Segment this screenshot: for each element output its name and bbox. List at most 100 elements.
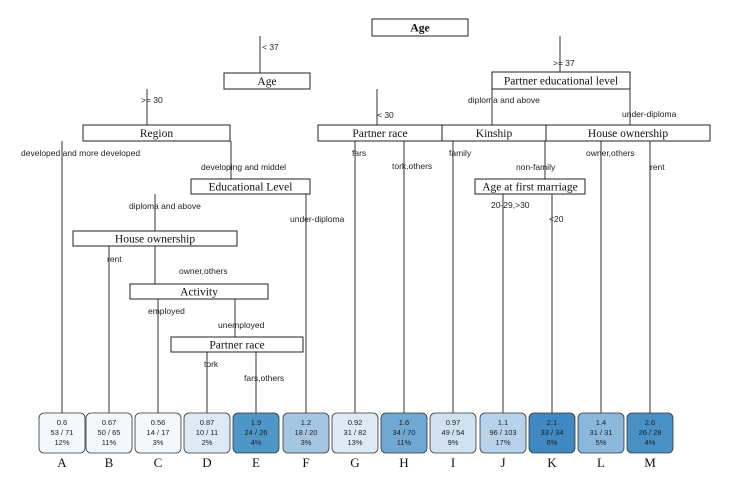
edge-label-activity-to-c: employed xyxy=(148,306,185,316)
edge-label-edu-to-house1: diploma and above xyxy=(129,201,201,211)
edge-label-edu-to-f: under-diploma xyxy=(290,214,345,224)
node-age1: Age xyxy=(371,18,469,37)
node-box-activity xyxy=(129,283,269,300)
leaf-count-g: 31 / 82 xyxy=(344,428,367,437)
edge-label-house2-to-m: rent xyxy=(650,162,665,172)
node-box-edu xyxy=(190,178,311,195)
leaf-letter-h: H xyxy=(399,455,408,470)
leaf-percent-d: 2% xyxy=(202,438,213,447)
leaf-e: 1.924 / 264% E xyxy=(232,412,280,470)
leaf-value-k: 2.1 xyxy=(547,418,557,427)
edge-label-age2-to-region: >= 30 xyxy=(141,95,163,105)
node-age2: Age xyxy=(223,72,311,90)
leaf-value-d: 0.87 xyxy=(200,418,215,427)
edge-label-age-marriage-to-j: 20-29,>30 xyxy=(491,200,530,210)
leaf-value-j: 1.1 xyxy=(498,418,508,427)
leaf-value-i: 0.97 xyxy=(446,418,461,427)
edge-label-partner-edu-to-kinship: diploma and above xyxy=(468,95,540,105)
node-edu: Educational Level xyxy=(190,178,311,195)
edge-label-activity-to-partner-race2: unemployed xyxy=(218,320,265,330)
leaf-letter-l: L xyxy=(597,455,605,470)
leaf-letter-d: D xyxy=(202,455,211,470)
leaf-box-e xyxy=(232,412,280,454)
leaf-percent-h: 11% xyxy=(397,438,412,447)
node-partner-race2: Partner race xyxy=(170,336,304,353)
edge-label-age1-to-partner-edu: >= 37 xyxy=(553,58,575,68)
node-activity: Activity xyxy=(129,283,269,300)
edge-label-age1-to-age2: < 37 xyxy=(262,42,279,52)
leaf-f: 1.218 / 203%F xyxy=(282,412,330,470)
leaf-value-b: 0.67 xyxy=(102,418,117,427)
leaf-value-h: 1.6 xyxy=(399,418,409,427)
leaf-percent-l: 5% xyxy=(596,438,607,447)
leaf-k: 2.133 / 346%K xyxy=(528,412,576,470)
leaf-letter-g: G xyxy=(350,455,359,470)
leaf-letter-f: F xyxy=(302,455,309,470)
node-box-partner-race2 xyxy=(170,336,304,353)
leaf-box-f xyxy=(282,412,330,454)
edge-label-house2-to-l: owner,others xyxy=(586,148,635,158)
leaf-count-k: 33 / 34 xyxy=(541,428,564,437)
node-label-activity: Activity xyxy=(180,287,218,299)
node-label-region: Region xyxy=(140,128,173,140)
leaf-l: 1.431 / 315%L xyxy=(577,412,625,470)
leaf-box-j xyxy=(479,412,527,454)
node-label-partner-race2: Partner race xyxy=(209,340,264,352)
leaf-letter-b: B xyxy=(105,455,114,470)
edge-label-age2-to-partner-race1: < 30 xyxy=(377,110,394,120)
leaf-box-l xyxy=(577,412,625,454)
leaf-percent-f: 3% xyxy=(301,438,312,447)
node-partner-race1: Partner race xyxy=(317,124,443,142)
edge-label-region-to-a: developed and more developed xyxy=(21,148,140,158)
node-label-partner-edu: Partner educational level xyxy=(504,76,618,88)
edge-label-region-to-edu: developing and middel xyxy=(201,162,286,172)
leaf-count-m: 26 / 28 xyxy=(639,428,662,437)
leaf-count-a: 53 / 71 xyxy=(51,428,74,437)
leaf-value-a: 0.6 xyxy=(57,418,67,427)
leaf-value-c: 0.56 xyxy=(151,418,166,427)
node-house1: House ownership xyxy=(72,230,238,247)
node-box-region xyxy=(82,124,231,142)
leaf-letter-e: E xyxy=(252,455,260,470)
node-label-house2: House ownership xyxy=(588,128,668,140)
leaf-box-h xyxy=(380,412,428,454)
node-label-edu: Educational Level xyxy=(209,182,293,194)
leaf-letter-m: M xyxy=(644,455,656,470)
leaf-count-e: 24 / 26 xyxy=(245,428,268,437)
leaf-percent-e: 4% xyxy=(251,438,262,447)
node-kinship: Kinship xyxy=(441,124,547,142)
leaf-percent-k: 6% xyxy=(547,438,558,447)
leaf-percent-c: 3% xyxy=(153,438,164,447)
node-label-age2: Age xyxy=(257,76,276,88)
edge-label-partner-race2-to-e: fars,others xyxy=(244,373,284,383)
node-box-partner-edu xyxy=(491,71,631,90)
leaf-box-d xyxy=(183,412,231,454)
leaf-percent-j: 17% xyxy=(495,438,510,447)
leaf-box-k xyxy=(528,412,576,454)
leaf-percent-g: 13% xyxy=(347,438,362,447)
leaf-value-e: 1.9 xyxy=(251,418,261,427)
node-box-age-marriage xyxy=(474,178,586,195)
node-box-age1 xyxy=(371,18,469,37)
node-age-marriage: Age at first marriage xyxy=(474,178,586,195)
leaf-count-d: 10 / 11 xyxy=(196,428,218,437)
leaf-letter-a: A xyxy=(57,455,67,470)
leaf-percent-a: 12% xyxy=(54,438,69,447)
leaf-letter-j: J xyxy=(500,455,505,470)
edge-label-house1-to-activity: owner,others xyxy=(179,266,228,276)
node-box-age2 xyxy=(223,72,311,90)
leaf-count-l: 31 / 31 xyxy=(590,428,613,437)
leaf-box-g xyxy=(331,412,379,454)
node-box-house2 xyxy=(545,124,711,142)
leaf-percent-b: 11% xyxy=(102,438,117,447)
node-label-kinship: Kinship xyxy=(476,128,513,140)
leaf-letter-c: C xyxy=(154,455,163,470)
